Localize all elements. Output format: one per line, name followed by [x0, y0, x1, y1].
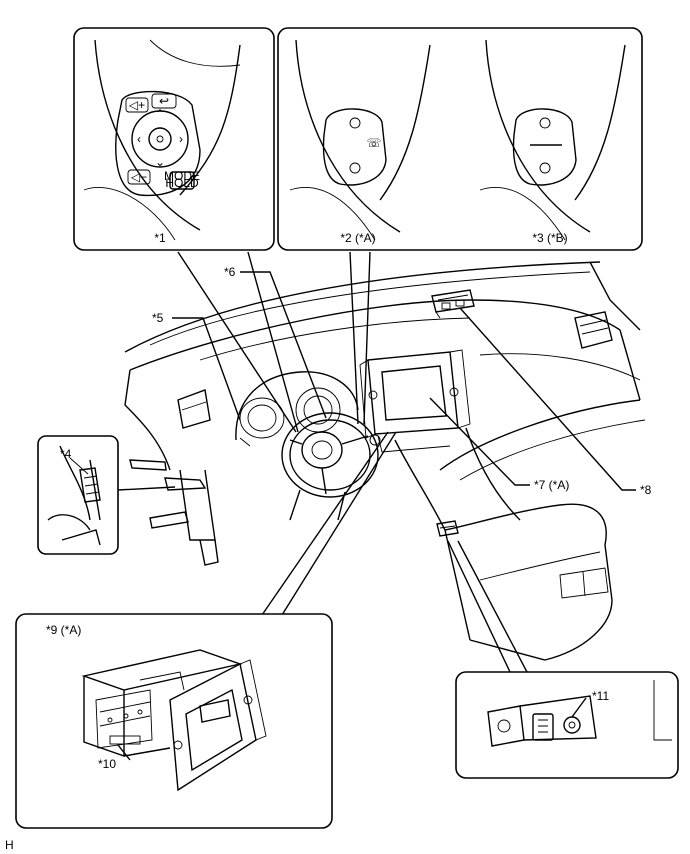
svg-text:◁−: ◁− — [131, 170, 147, 184]
corner-code: H — [5, 838, 14, 852]
inset-radio-receiver-9: *9 (*A) *10 — [15, 613, 333, 829]
callout-label-8: *8 — [640, 483, 652, 497]
callout-label-10: *10 — [98, 757, 116, 771]
callout-label-4: *4 — [60, 447, 72, 461]
column-levers — [129, 459, 219, 566]
inset-steering-switch-2-3: ☏ *2 (*A) *3 (*B) — [277, 27, 643, 251]
leader-lines — [117, 251, 636, 673]
hold-text: HOLD — [165, 176, 199, 190]
svg-text:⌄: ⌄ — [155, 155, 165, 169]
svg-text:☏: ☏ — [366, 136, 381, 150]
callout-label-6: *6 — [224, 265, 236, 279]
inset-part-4: *4 — [37, 435, 119, 555]
inset-steering-switch-1: ⌃ ⌄ ‹ › ◁+ ↩ ◁− MODE HOLD *1 — [73, 27, 275, 251]
console-usb-location — [436, 520, 459, 537]
callout-label-2: *2 (*A) — [340, 231, 375, 245]
callout-label-11: *11 — [592, 689, 609, 703]
svg-text:‹: ‹ — [137, 132, 141, 146]
inset-usb-port-11: *11 — [455, 671, 679, 779]
svg-text:↩: ↩ — [159, 94, 169, 108]
steering-wheel — [281, 412, 379, 521]
svg-text:◁+: ◁+ — [129, 98, 145, 112]
mode-text: MODE — [164, 169, 200, 183]
callout-label-3: *3 (*B) — [532, 231, 567, 245]
dashboard-illustration — [124, 261, 646, 661]
center-console — [394, 427, 613, 661]
radio-receiver-in-dash — [359, 349, 471, 453]
svg-text:›: › — [179, 132, 183, 146]
callout-label-9: *9 (*A) — [46, 623, 81, 637]
callout-label-7: *7 (*A) — [534, 478, 569, 492]
svg-text:⌃: ⌃ — [155, 107, 165, 121]
callout-label-1: *1 — [154, 231, 166, 245]
callout-label-5: *5 — [152, 311, 164, 325]
overhead-part — [431, 289, 475, 319]
